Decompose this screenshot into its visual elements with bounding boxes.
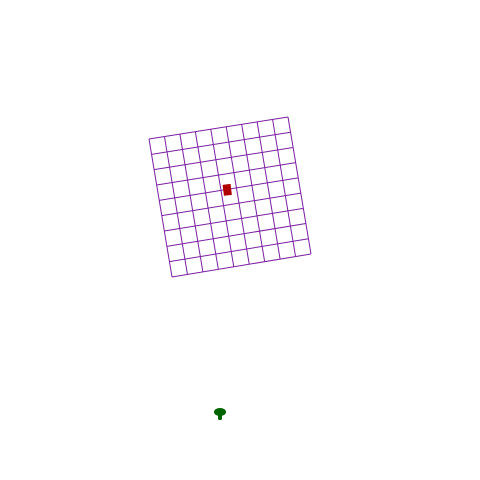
grid-row-line (171, 253, 312, 278)
grid-col-line (256, 121, 281, 260)
grid-col-line (241, 124, 266, 262)
grid-row-line (161, 192, 301, 217)
grid-row-line (164, 207, 304, 232)
goal-stem-icon (218, 413, 222, 420)
grid-row-line (166, 223, 306, 247)
grid-col-line (148, 138, 173, 278)
grid-col-line (225, 126, 250, 265)
grid-col-line (163, 136, 188, 275)
grid-col-line (210, 129, 235, 267)
grid-col-line (272, 119, 297, 257)
grid-row-line (169, 238, 309, 263)
green-goal-marker[interactable] (214, 408, 226, 420)
grid-row-line (156, 162, 296, 186)
grid-row-line (154, 146, 294, 171)
grid-row-line (151, 131, 291, 155)
cursor-rect-icon (222, 183, 232, 196)
grid-col-line (194, 131, 219, 270)
grid-col-line (287, 116, 312, 255)
red-cursor-marker[interactable] (222, 183, 232, 196)
goal-cap-icon (214, 408, 226, 416)
rotated-grid[interactable] (148, 116, 312, 278)
grid-row-line (148, 116, 289, 140)
grid-col-line (179, 134, 204, 272)
